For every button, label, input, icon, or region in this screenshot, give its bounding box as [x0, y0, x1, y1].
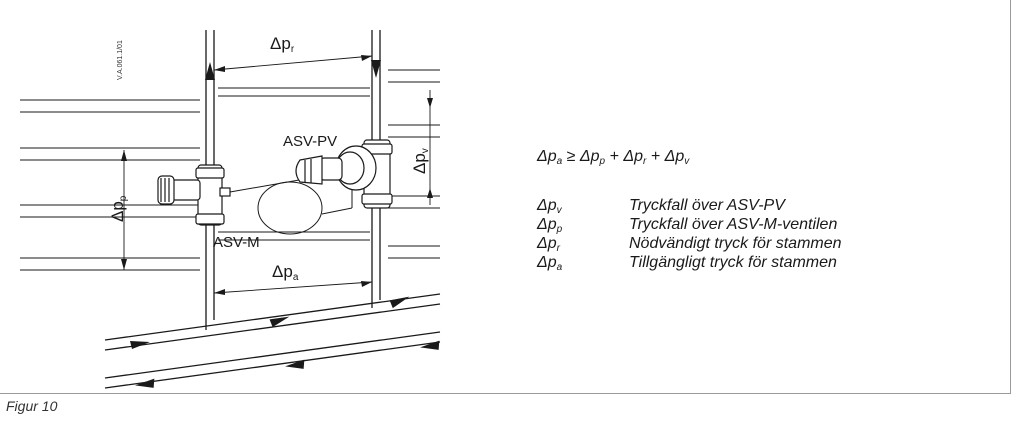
formula-lhs-sub: a	[556, 156, 563, 167]
dp-a-sub: a	[292, 272, 299, 283]
legend-symbol: Δpr	[537, 234, 629, 254]
legend-symbol: Δpp	[537, 215, 629, 235]
legend-sub: p	[556, 224, 563, 235]
dp-a-label: Δpa	[272, 262, 298, 283]
legend-row: Δpr Nödvändigt tryck för stammen	[537, 234, 842, 254]
formula-t1-sub: p	[599, 156, 606, 167]
legend-text: Nödvändigt tryck för stammen	[629, 235, 842, 252]
legend-sub: v	[556, 205, 562, 216]
figure-code: V.A.061.1/01	[117, 40, 124, 80]
legend-text: Tryckfall över ASV-M-ventilen	[629, 216, 838, 233]
legend-delta: Δp	[537, 254, 557, 271]
formula-op: ≥	[566, 148, 576, 165]
formula-t2: Δp	[623, 148, 643, 165]
dp-v-sub: v	[420, 148, 431, 154]
legend-symbol: Δpa	[537, 253, 629, 273]
dp-r-delta: Δp	[270, 34, 291, 53]
legend-sub: r	[556, 243, 560, 254]
legend-delta: Δp	[537, 197, 557, 214]
formula-t3: Δp	[664, 148, 685, 165]
dp-v-delta: Δp	[410, 153, 429, 174]
asv-pv-label: ASV-PV	[283, 133, 338, 150]
dp-p-sub: p	[118, 195, 129, 202]
dp-r-label: Δpr	[270, 34, 294, 55]
figure-caption: Figur 10	[6, 398, 58, 414]
formula-plus2: +	[650, 148, 661, 165]
dimension-lines	[121, 55, 433, 295]
formula-lhs: Δp	[537, 148, 557, 165]
pressure-formula: Δpa ≥ Δpp + Δpr + Δpv	[537, 148, 689, 167]
asv-pv-valve	[295, 139, 393, 209]
formula-t3-sub: v	[684, 156, 690, 167]
dp-p-delta: Δp	[108, 201, 127, 222]
asv-m-label: ASV-M	[213, 234, 260, 251]
capillary-tube	[229, 171, 353, 235]
legend-delta: Δp	[537, 216, 557, 233]
figure-frame	[0, 0, 1011, 394]
formula-t1: Δp	[579, 148, 600, 165]
formula-plus1: +	[609, 148, 619, 165]
legend: Δpv Tryckfall över ASV-PV Δpp Tryckfall …	[537, 196, 842, 273]
legend-delta: Δp	[537, 235, 557, 252]
dp-r-sub: r	[290, 44, 295, 55]
dp-a-delta: Δp	[272, 262, 293, 281]
legend-row: Δpp Tryckfall över ASV-M-ventilen	[537, 215, 842, 235]
legend-symbol: Δpv	[537, 196, 629, 216]
legend-sub: a	[556, 262, 563, 273]
flow-arrows	[130, 60, 440, 388]
formula-t2-sub: r	[642, 156, 647, 167]
legend-row: Δpa Tillgängligt tryck för stammen	[537, 253, 842, 273]
asv-m-valve	[157, 164, 231, 226]
legend-row: Δpv Tryckfall över ASV-PV	[537, 196, 842, 216]
legend-text: Tillgängligt tryck för stammen	[629, 254, 837, 271]
legend-text: Tryckfall över ASV-PV	[629, 197, 785, 214]
distribution-pipes	[104, 293, 441, 389]
dp-v-label: Δpv	[410, 148, 431, 174]
dp-p-label: Δpp	[108, 196, 129, 222]
